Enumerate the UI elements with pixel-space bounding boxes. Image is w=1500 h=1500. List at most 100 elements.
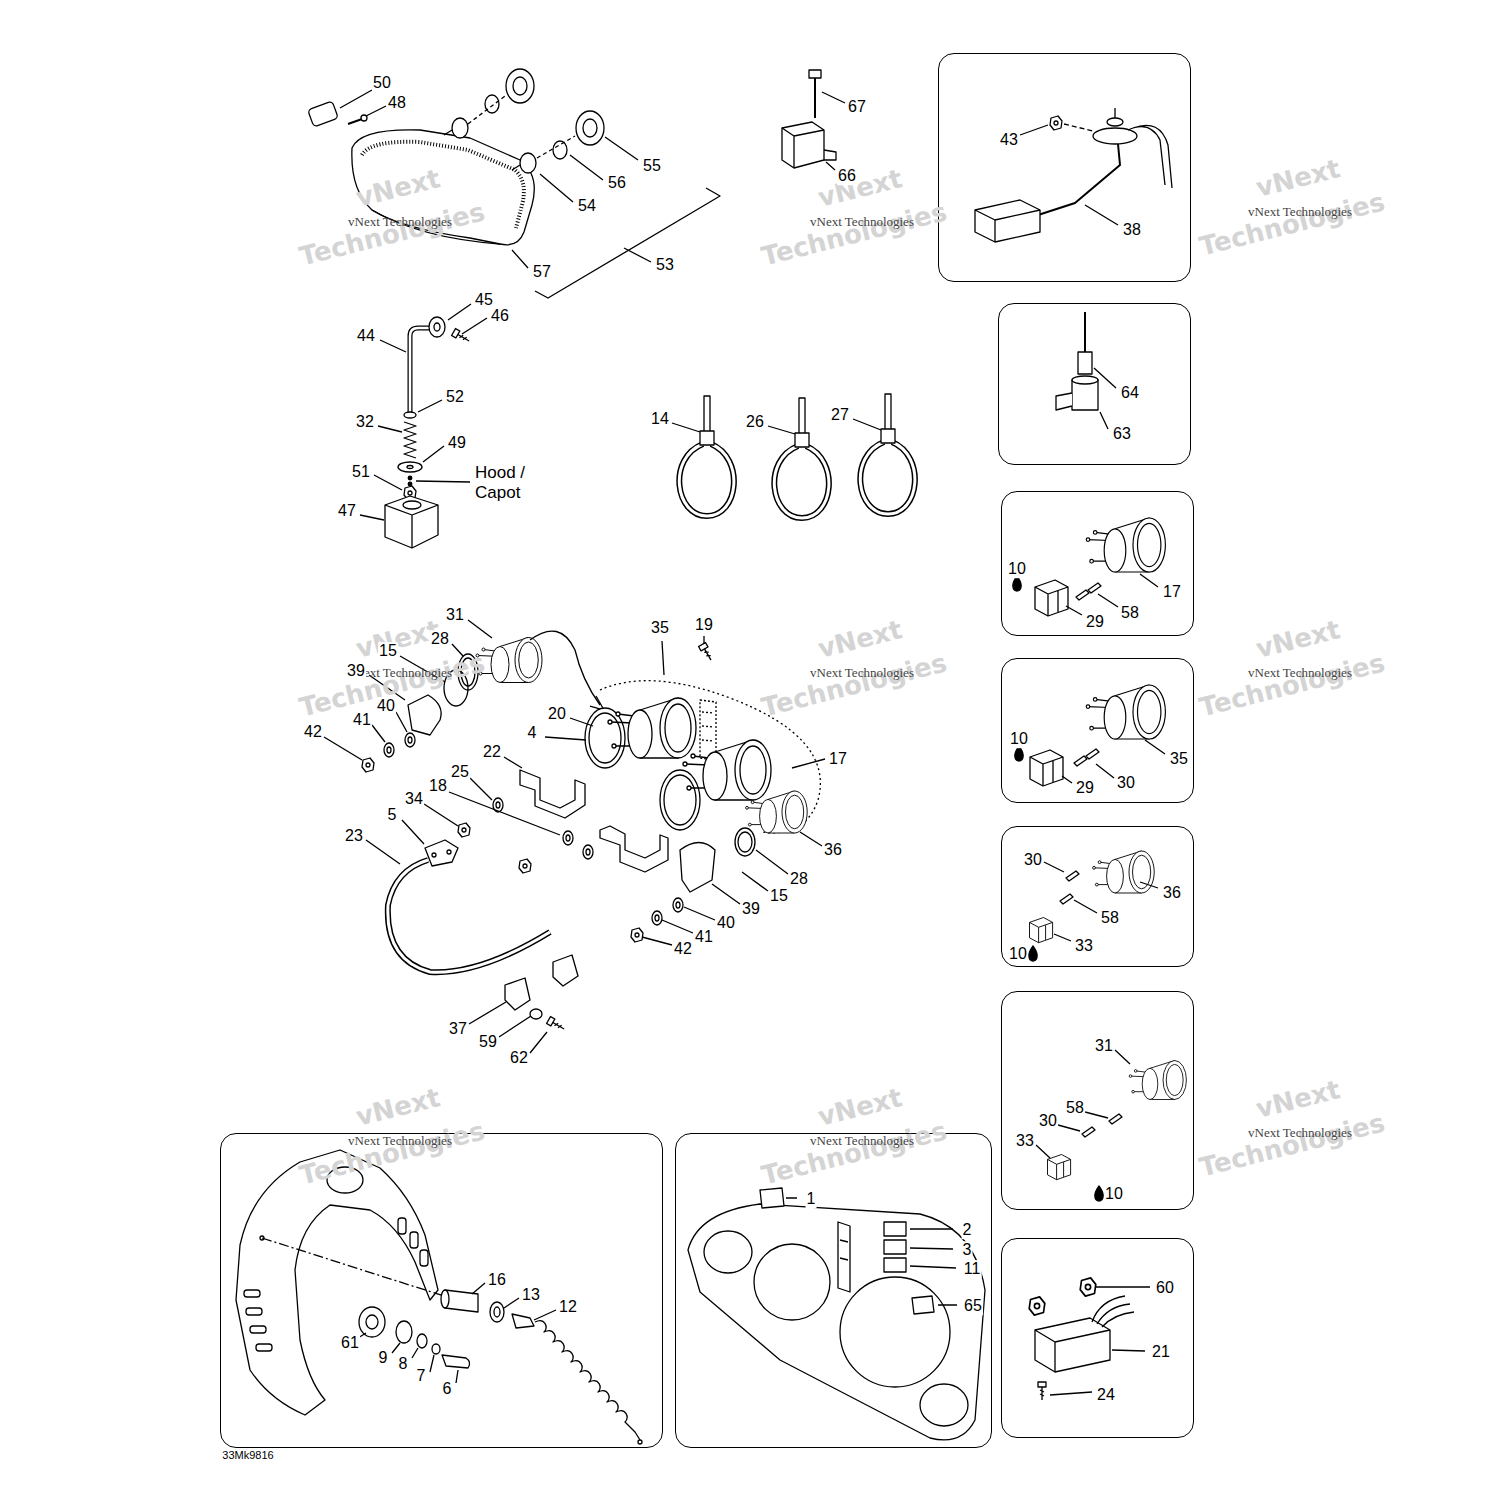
gauge-detail [1109, 1114, 1122, 1124]
console [250, 1326, 266, 1333]
callout-number: 45 [474, 291, 494, 309]
console [398, 1218, 406, 1234]
callout-number: 9 [378, 1349, 389, 1367]
fuel-sender [975, 210, 1040, 242]
valve [1056, 312, 1116, 429]
watermark: vNext [1252, 1074, 1344, 1124]
dash-bezel [760, 1188, 784, 1208]
gauge-detail [1076, 590, 1089, 600]
callout-number: 3 [962, 1241, 973, 1259]
gauge-cluster [583, 845, 593, 859]
callout-number: 48 [387, 94, 407, 112]
callout-number: 44 [356, 327, 376, 345]
callout-number: 4 [527, 724, 538, 742]
hood-latch [385, 505, 438, 548]
regulator [1029, 1297, 1045, 1315]
cable-tie [860, 394, 915, 514]
callout-number: 35 [650, 619, 670, 637]
watermark: Technologies [757, 647, 950, 722]
callout-number: 33 [1015, 1132, 1035, 1150]
watermark: vNext [352, 1082, 444, 1132]
console [441, 1290, 449, 1308]
gauge-cluster [425, 840, 458, 866]
dash-bezel [884, 1240, 906, 1254]
gauge-cluster [652, 911, 662, 925]
hood-latch [404, 422, 416, 458]
gauge-cluster [362, 758, 374, 772]
gauge-cluster [447, 850, 451, 854]
valve [1072, 376, 1098, 384]
relay [782, 128, 836, 168]
hood-latch [385, 317, 471, 548]
watermark: Technologies [757, 196, 950, 271]
gauge-detail [1086, 518, 1165, 572]
gauge-cluster [700, 700, 716, 760]
dash-bezel [840, 1277, 950, 1387]
fuel-sender [1064, 124, 1093, 131]
callout-number: 53 [655, 256, 675, 274]
watermark: vNext Technologies [1247, 204, 1353, 220]
callout-number: 58 [1100, 909, 1120, 927]
gauge-cluster [405, 733, 415, 747]
headlight [452, 118, 468, 138]
gauge-detail [1048, 1155, 1071, 1180]
hood-latch [403, 501, 421, 509]
console [442, 1355, 470, 1368]
callout-number: 10 [1007, 560, 1027, 578]
callout-number: 22 [482, 743, 502, 761]
regulator [1092, 1296, 1134, 1327]
callout-number: 31 [445, 606, 465, 624]
hood-latch [408, 476, 412, 480]
callout-number: 38 [1122, 221, 1142, 239]
callout-number: 10 [1009, 730, 1029, 748]
gauge-detail [1015, 746, 1023, 761]
callout-number: 51 [351, 463, 371, 481]
fuel-sender [1035, 144, 1120, 216]
callout-number: 23 [344, 827, 364, 845]
gauge-detail [1029, 851, 1158, 961]
watermark: Technologies [1195, 647, 1388, 722]
callout-number: 56 [607, 174, 627, 192]
gauge-detail [1013, 576, 1021, 591]
console [236, 1150, 642, 1444]
callout-number: 54 [577, 197, 597, 215]
gauge-detail [1086, 685, 1165, 739]
drawing-code: 33Mk9816 [221, 1449, 274, 1461]
callout-number: 42 [303, 723, 323, 741]
watermark: vNext Technologies [347, 214, 453, 230]
leader-lines [469, 832, 822, 1053]
callout-number: 17 [828, 750, 848, 768]
callout-number: 8 [398, 1355, 409, 1373]
relay [782, 122, 824, 168]
headlight [576, 111, 604, 145]
callout-number: 20 [547, 705, 567, 723]
dash-bezel [688, 1204, 985, 1440]
gauge-cluster [585, 708, 625, 768]
callout-number: 55 [642, 157, 662, 175]
watermark: vNext [814, 1082, 906, 1132]
callout-number: 15 [378, 642, 398, 660]
gauge-cluster [608, 698, 696, 758]
callout-number: 46 [490, 307, 510, 325]
inset-panel: 3158303310 [1001, 991, 1194, 1210]
callout-number: 32 [355, 413, 375, 431]
dash-bezel [920, 1384, 968, 1426]
inset-panel: 1231165 [675, 1133, 992, 1448]
hood-latch [416, 481, 470, 482]
headlight [535, 188, 720, 298]
callout-number: 41 [352, 711, 372, 729]
watermark: vNext Technologies [347, 1133, 453, 1149]
gauge-detail [1088, 583, 1101, 593]
callout-number: 27 [830, 406, 850, 424]
callout-number: 30 [1038, 1112, 1058, 1130]
callout-number: 2 [962, 1221, 973, 1239]
gauge-cluster [519, 859, 531, 873]
relay [782, 70, 836, 168]
callout-number: 15 [769, 887, 789, 905]
watermark: Technologies [1195, 186, 1388, 261]
callout-number: 21 [1151, 1343, 1171, 1361]
note-label: Hood / Capot [474, 463, 540, 502]
console [420, 1250, 428, 1266]
callout-number: 40 [716, 914, 736, 932]
fuel-sender [1050, 116, 1062, 130]
